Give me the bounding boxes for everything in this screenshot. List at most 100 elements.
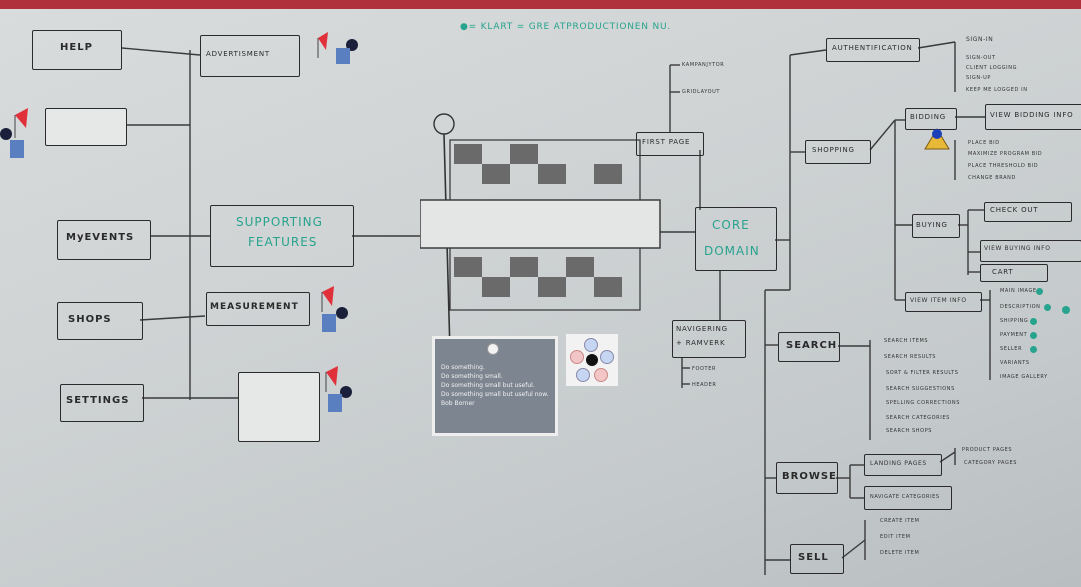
view-bidding-info-box (985, 104, 1081, 130)
item-info-item: DESCRIPTION (1000, 304, 1041, 310)
done-dot-icon (1036, 288, 1043, 295)
authentication-label: AUTHENTIFICATION (832, 44, 913, 52)
checkered-flag-drawing (420, 113, 661, 353)
item-info-item: SHIPPING (1000, 318, 1029, 324)
navigation-label: NAVIGERING (676, 325, 728, 333)
measurement-box (206, 292, 310, 326)
buying-box (912, 214, 960, 238)
cycle-node-icon (594, 368, 608, 382)
view-buying-info-box (980, 240, 1081, 262)
buying-label: BUYING (916, 221, 948, 229)
core-label: CORE (712, 218, 750, 232)
blank-note-box (45, 108, 127, 146)
search-item: SEARCH SHOPS (886, 428, 933, 434)
search-item: SPELLING CORRECTIONS (886, 400, 961, 406)
domain-label: DOMAIN (704, 244, 760, 258)
item-info-item: SELLER (1000, 346, 1023, 352)
item-info-item: MAIN IMAGE (1000, 288, 1037, 294)
wall-strip (0, 0, 1081, 9)
help-box (32, 30, 122, 70)
flag-icon (325, 366, 352, 412)
done-dot-icon (1030, 332, 1037, 339)
item-info-item: PAYMENT (1000, 332, 1028, 338)
poster-line: Do something small. (441, 373, 503, 380)
auth-item: SIGN-IN (966, 36, 994, 43)
search-label: SEARCH (786, 340, 838, 351)
search-box (778, 332, 840, 362)
landing-pages-box (864, 454, 942, 476)
legend-note: ●= KLART = GRE ATPRODUCTIONEN NU. (460, 22, 672, 32)
sell-item: EDIT ITEM (880, 534, 911, 540)
bidding-item: PLACE THRESHOLD BID (968, 163, 1039, 169)
auth-item: CLIENT LOGGING (966, 65, 1018, 71)
first-page-child: KAMPANJYTOR (682, 62, 725, 68)
search-item: SEARCH RESULTS (884, 354, 937, 360)
first-page-label: FIRST PAGE (642, 138, 691, 146)
checkout-box (984, 202, 1072, 222)
bidding-label: BIDDING (910, 113, 946, 121)
navigation-child: HEADER (692, 382, 717, 388)
auth-item: SIGN-OUT (966, 55, 996, 61)
warning-sign-icon (924, 128, 950, 150)
core-domain-box (695, 207, 777, 271)
framework-label: + RAMVERK (676, 339, 726, 347)
landing-item: PRODUCT PAGES (962, 447, 1013, 453)
done-dot-icon (1062, 306, 1070, 314)
my-events-box (57, 220, 151, 260)
supporting-label: SUPPORTING (236, 215, 323, 229)
cycle-node-icon (600, 350, 614, 364)
magnet-icon (487, 343, 499, 355)
sell-item: CREATE ITEM (880, 518, 920, 524)
search-item: SEARCH CATEGORIES (886, 415, 950, 421)
blank-sticky-box (238, 372, 320, 442)
item-info-item: VARIANTS (1000, 360, 1030, 366)
cycle-node-icon (584, 338, 598, 352)
cycle-node-icon (570, 350, 584, 364)
search-item: SORT & FILTER RESULTS (886, 370, 959, 376)
poster-line: Do something small but useful. (441, 382, 535, 389)
view-item-info-box (905, 292, 982, 312)
magnet-icon (586, 354, 598, 366)
view-buying-info-label: VIEW BUYING INFO (984, 245, 1051, 252)
cycle-node-icon (576, 368, 590, 382)
sell-box (790, 544, 844, 574)
landing-pages-label: LANDING PAGES (870, 460, 927, 467)
bidding-item: PLACE BID (968, 140, 1000, 146)
item-info-item: IMAGE GALLERY (1000, 374, 1048, 380)
checkout-label: CHECK OUT (990, 206, 1039, 214)
first-page-child: GRIDLAYOUT (682, 89, 721, 95)
authentication-box (826, 38, 920, 62)
search-item: SEARCH ITEMS (884, 338, 929, 344)
view-item-info-label: VIEW ITEM INFO (910, 297, 967, 304)
shops-label: SHOPS (68, 314, 112, 325)
bidding-box (905, 108, 957, 130)
search-item: SEARCH SUGGESTIONS (886, 386, 955, 392)
cart-label: CART (992, 268, 1014, 276)
quote-poster: Do something. Do something small. Do som… (432, 336, 558, 436)
cart-box (980, 264, 1048, 282)
auth-item: KEEP ME LOGGED IN (966, 87, 1028, 93)
poster-line: Do something. (441, 364, 485, 371)
shopping-box (805, 140, 871, 164)
sell-label: SELL (798, 552, 829, 563)
browse-box (776, 462, 838, 494)
help-label: HELP (60, 42, 93, 53)
flag-icon (0, 108, 28, 158)
done-dot-icon (1044, 304, 1051, 311)
landing-item: CATEGORY PAGES (964, 460, 1017, 466)
navigation-box (672, 320, 746, 358)
my-events-label: MyEVENTS (66, 232, 135, 243)
navigation-child: FOOTER (692, 366, 717, 372)
flag-icon (321, 286, 348, 332)
advertisement-label: ADVERTISMENT (206, 50, 270, 58)
navigate-categories-label: NAVIGATE CATEGORIES (870, 494, 940, 500)
done-dot-icon (1030, 346, 1037, 353)
cycle-diagram-card (566, 334, 618, 386)
view-bidding-info-label: VIEW BIDDING INFO (990, 111, 1074, 119)
features-label: FEATURES (248, 235, 318, 249)
auth-item: SIGN-UP (966, 75, 991, 81)
sell-item: DELETE ITEM (880, 550, 920, 556)
bidding-item: MAXIMIZE PROGRAM BID (968, 151, 1043, 157)
